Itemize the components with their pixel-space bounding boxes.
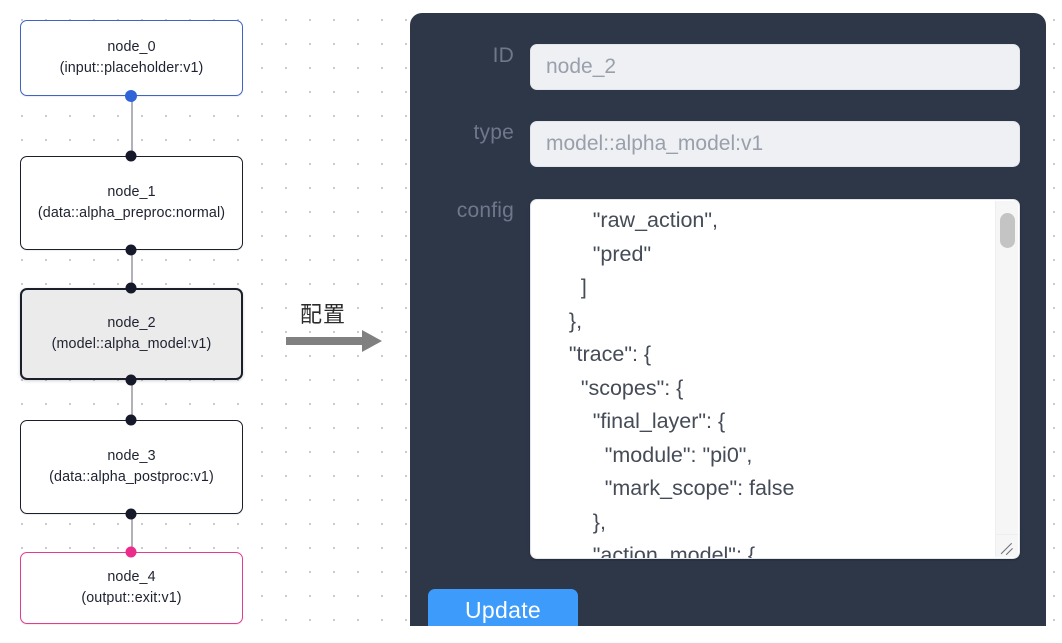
edge-node1-node2[interactable] — [131, 250, 133, 288]
node-subtitle: (model::alpha_model:v1) — [51, 336, 212, 352]
annotation-group: 配置 — [286, 297, 396, 367]
annotation-label: 配置 — [300, 303, 347, 328]
config-field-row: config "raw_action", "pred" ] }, "trace"… — [426, 199, 1020, 559]
resize-handle-icon[interactable] — [995, 534, 1018, 557]
graph-node-node_0[interactable]: node_0 (input::placeholder:v1) — [20, 20, 243, 96]
right-arrow-head-icon — [362, 330, 382, 352]
id-input[interactable]: node_2 — [530, 44, 1020, 90]
graph-node-node_1[interactable]: node_1 (data::alpha_preproc:normal) — [20, 156, 243, 250]
node_3-target-handle[interactable] — [125, 414, 137, 426]
node_2-target-handle[interactable] — [125, 282, 137, 294]
node-title: node_1 — [107, 184, 156, 200]
type-field-row: type model::alpha_model:v1 — [426, 121, 1020, 167]
graph-node-node_3[interactable]: node_3 (data::alpha_postproc:v1) — [20, 420, 243, 514]
node_2-source-handle[interactable] — [125, 374, 137, 386]
node-subtitle: (data::alpha_preproc:normal) — [37, 205, 226, 221]
edge-node2-node3[interactable] — [131, 380, 133, 420]
id-field-label: ID — [492, 44, 514, 67]
node-title: node_4 — [107, 569, 156, 585]
node-subtitle: (output::exit:v1) — [81, 590, 182, 606]
scrollbar-thumb[interactable] — [1000, 213, 1015, 248]
right-arrow-icon — [286, 337, 364, 345]
node-title: node_0 — [107, 39, 156, 55]
node_1-target-handle[interactable] — [125, 150, 137, 162]
edge-node3-node4[interactable] — [131, 514, 133, 552]
node-title: node_2 — [107, 315, 156, 331]
node_3-source-handle[interactable] — [125, 508, 137, 520]
node_4-target-handle[interactable] — [125, 546, 137, 558]
update-button[interactable]: Update — [428, 589, 578, 626]
config-textarea[interactable]: "raw_action", "pred" ] }, "trace": { "sc… — [530, 199, 1020, 559]
type-field-label: type — [473, 121, 514, 144]
edge-node0-node1[interactable] — [131, 96, 133, 156]
node-inspector-panel: ID node_2 type model::alpha_model:v1 con… — [410, 13, 1046, 626]
node_0-source-handle[interactable] — [125, 90, 137, 102]
config-textarea-content: "raw_action", "pred" ] }, "trace": { "sc… — [568, 208, 795, 559]
node-subtitle: (data::alpha_postproc:v1) — [49, 469, 214, 485]
id-field-row: ID node_2 — [426, 44, 1020, 90]
node_1-source-handle[interactable] — [125, 244, 137, 256]
node-title: node_3 — [107, 448, 156, 464]
config-field-label: config — [456, 199, 514, 222]
graph-node-node_4[interactable]: node_4 (output::exit:v1) — [20, 552, 243, 624]
vertical-scrollbar[interactable] — [995, 201, 1018, 537]
type-input[interactable]: model::alpha_model:v1 — [530, 121, 1020, 167]
graph-node-node_2[interactable]: node_2 (model::alpha_model:v1) — [20, 288, 243, 380]
node-subtitle: (input::placeholder:v1) — [59, 60, 204, 76]
